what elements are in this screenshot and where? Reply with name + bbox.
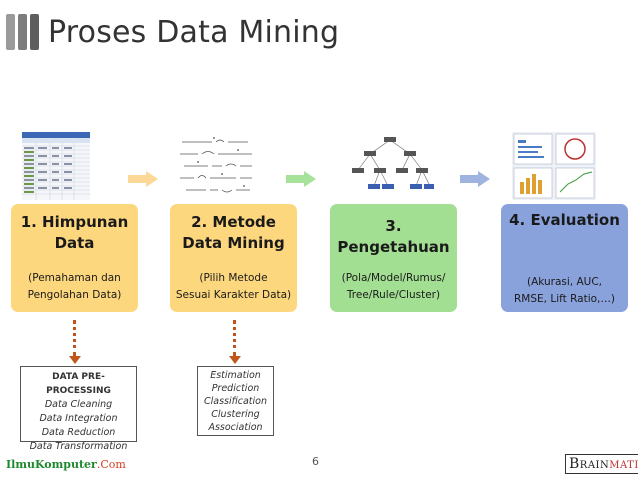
formula-thumbnail <box>178 132 258 200</box>
page-title: Proses Data Mining <box>48 15 340 50</box>
step-title: 3. Pengetahuan <box>337 217 450 256</box>
connector-preprocessing <box>73 320 76 356</box>
preprocessing-item: Data Transformation <box>29 441 128 452</box>
title-bar-3 <box>30 14 39 50</box>
arrow-2-to-3-icon <box>286 171 316 187</box>
preprocessing-box: DATA PRE-PROCESSING Data Cleaning Data I… <box>20 366 137 452</box>
logo-text-main: IlmuKomputer <box>6 458 97 471</box>
step-title: 4. Evaluation <box>509 211 620 229</box>
title-bar-2 <box>18 14 27 50</box>
logo-text-suffix: .Com <box>96 458 126 471</box>
arrow-3-to-4-icon <box>460 171 490 187</box>
step-subtitle: (Pemahaman dan Pengolahan Data) <box>27 272 122 301</box>
step-box-pengetahuan: 3. Pengetahuan (Pola/Model/Rumus/ Tree/R… <box>330 204 457 312</box>
step-box-metode-data-mining: 2. Metode Data Mining (Pilih Metode Sesu… <box>170 204 297 312</box>
connector-methods-arrowhead <box>229 356 241 364</box>
title-bar-1 <box>6 14 15 50</box>
method-item: Association <box>208 422 263 433</box>
decision-tree-thumbnail <box>348 132 434 200</box>
step-title: 1. Himpunan Data <box>20 213 129 252</box>
brainmatics-logo: BRAINMATICS <box>565 454 638 474</box>
connector-preprocessing-arrowhead <box>69 356 81 364</box>
method-item: Clustering <box>211 409 260 420</box>
method-item: Estimation <box>210 370 261 381</box>
preprocessing-heading: DATA PRE-PROCESSING <box>46 372 111 396</box>
step-title: 2. Metode Data Mining <box>182 213 285 252</box>
dataset-spreadsheet-thumbnail <box>22 132 90 200</box>
step-box-evaluation: 4. Evaluation (Akurasi, AUC, RMSE, Lift … <box>501 204 628 312</box>
step-subtitle: (Akurasi, AUC, RMSE, Lift Ratio,…) <box>514 276 615 305</box>
method-item: Classification <box>203 396 267 407</box>
evaluation-thumbnail <box>512 132 596 200</box>
arrow-1-to-2-icon <box>128 171 158 187</box>
preprocessing-item: Data Integration <box>39 413 118 424</box>
connector-methods <box>233 320 236 356</box>
preprocessing-item: Data Cleaning <box>44 399 113 410</box>
ilmukomputer-logo: IlmuKomputer.Com <box>6 458 126 471</box>
brand-mid: RAIN <box>579 460 610 471</box>
page-number: 6 <box>312 455 319 468</box>
step-subtitle: (Pola/Model/Rumus/ Tree/Rule/Cluster) <box>341 272 446 301</box>
brand-initial: B <box>569 456 580 472</box>
preprocessing-item: Data Reduction <box>41 427 116 438</box>
methods-box: Estimation Prediction Classification Clu… <box>197 366 274 436</box>
step-box-himpunan-data: 1. Himpunan Data (Pemahaman dan Pengolah… <box>11 204 138 312</box>
step-subtitle: (Pilih Metode Sesuai Karakter Data) <box>175 272 292 301</box>
brand-end: MATICS <box>609 460 638 471</box>
method-item: Prediction <box>211 383 260 394</box>
